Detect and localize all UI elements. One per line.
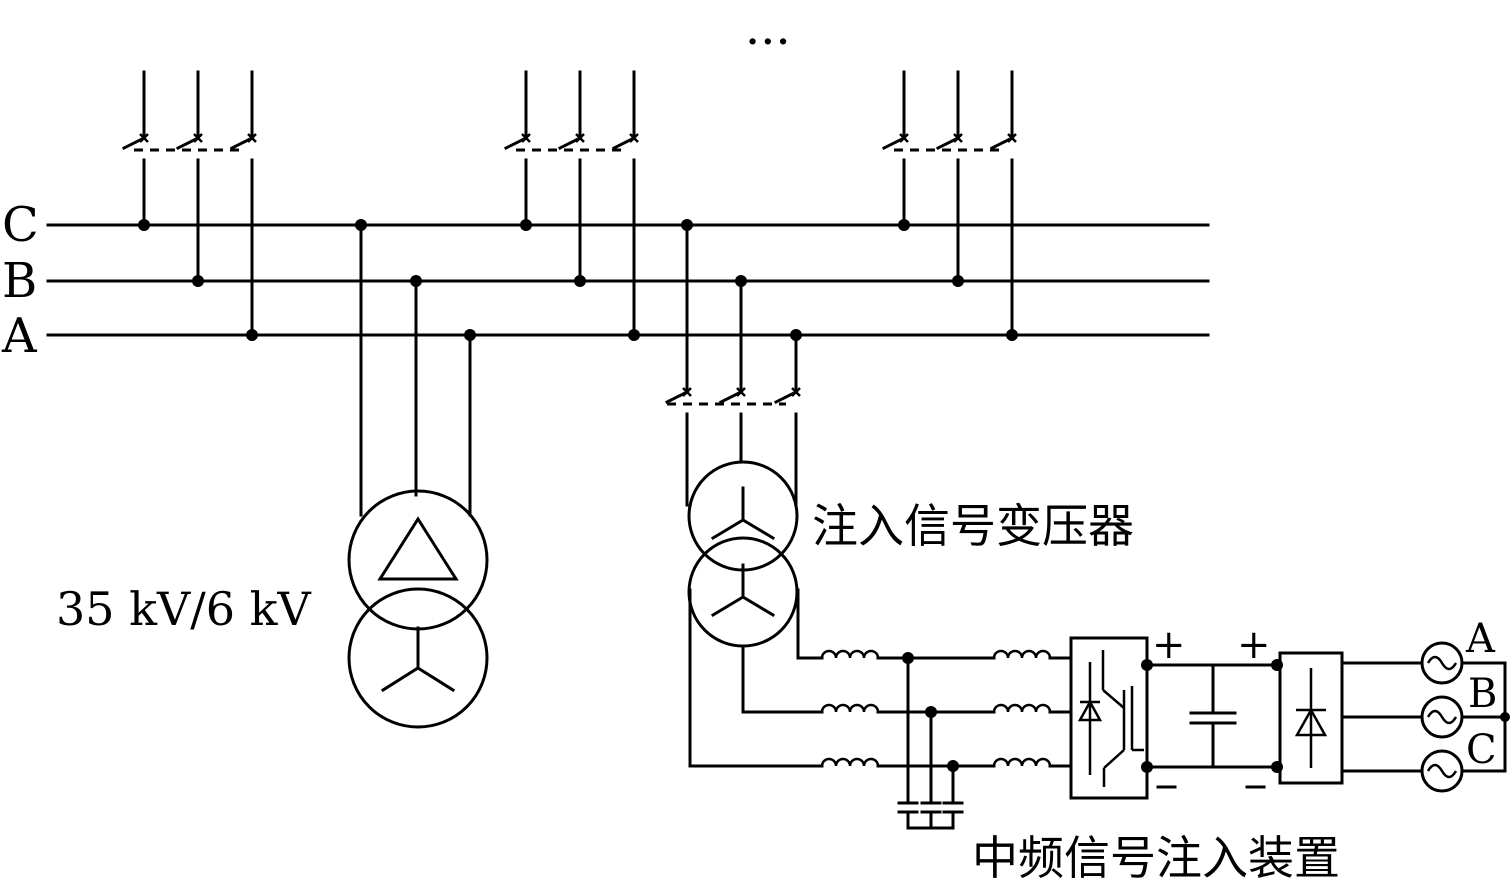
junction-dot xyxy=(246,329,258,341)
switch-blade xyxy=(664,389,690,405)
junction-dot xyxy=(952,275,964,287)
switch-blade xyxy=(229,135,255,151)
junction-dot xyxy=(1006,329,1018,341)
junction-dot xyxy=(681,219,693,231)
diode-icon xyxy=(1294,668,1328,768)
switch-blade xyxy=(611,135,637,151)
wye-icon xyxy=(710,486,776,541)
feeder-switch-group xyxy=(121,70,258,341)
inductor-icon xyxy=(820,757,880,767)
switch-blade xyxy=(881,135,907,151)
main-transformer: 35 kV/6 kV xyxy=(56,219,489,729)
junction-dot xyxy=(898,219,910,231)
inductor-icon xyxy=(992,757,1052,767)
converter-stage: + + A B C xyxy=(1069,616,1510,800)
junction-dot xyxy=(628,329,640,341)
diode-icon xyxy=(1077,699,1103,722)
delta-icon xyxy=(377,516,459,581)
wye-icon xyxy=(710,563,776,618)
dc-plus-right: + xyxy=(1237,622,1271,668)
inductor-icon xyxy=(992,703,1052,713)
bus-c-label: C xyxy=(2,197,39,253)
switch-blade xyxy=(935,135,961,151)
junction-dot xyxy=(464,329,476,341)
switch-blade xyxy=(718,389,744,405)
inverter-box xyxy=(1069,636,1149,800)
injection-branch xyxy=(664,219,802,507)
main-tx-secondary-winding xyxy=(347,587,489,729)
wye-icon xyxy=(380,626,456,693)
igbt-icon xyxy=(1088,650,1144,787)
switch-blade xyxy=(557,135,583,151)
junction-dot xyxy=(735,275,747,287)
inductor-icon xyxy=(820,703,880,713)
dc-link-capacitor xyxy=(1189,663,1237,769)
junction-dot xyxy=(355,219,367,231)
junction-dot xyxy=(1141,761,1153,773)
inductor-icon xyxy=(820,649,880,659)
lcl-filter xyxy=(688,588,1073,830)
switch-blade xyxy=(989,135,1015,151)
feeder-switch-group xyxy=(503,70,640,341)
switch-blade xyxy=(121,135,147,151)
junction-dot xyxy=(410,275,422,287)
injection-signal-transformer: 注入信号变压器 xyxy=(687,460,1134,648)
source-phase-c-label: C xyxy=(1466,727,1497,773)
injection-device-label: 中频信号注入装置 xyxy=(972,831,1340,885)
bus-bars: C B A xyxy=(1,197,1210,364)
bus-a-label: A xyxy=(1,308,38,364)
junction-dot xyxy=(790,329,802,341)
ac-source-b xyxy=(1420,695,1464,739)
switch-blade xyxy=(773,389,799,405)
feeder-switch-group xyxy=(881,70,1018,341)
junction-dot xyxy=(574,275,586,287)
injection-transformer-label: 注入信号变压器 xyxy=(812,499,1134,553)
ac-source-c xyxy=(1420,749,1464,793)
more-feeders-ellipsis: ··· xyxy=(745,14,791,70)
switch-blade xyxy=(503,135,529,151)
dc-plus-left: + xyxy=(1152,622,1186,668)
junction-dot xyxy=(138,219,150,231)
source-phase-a-label: A xyxy=(1465,616,1496,662)
source-phase-b-label: B xyxy=(1468,671,1497,717)
main-transformer-label: 35 kV/6 kV xyxy=(56,582,312,636)
bus-b-label: B xyxy=(2,253,37,309)
switch-blade xyxy=(175,135,201,151)
junction-dot xyxy=(1141,659,1153,671)
ac-source-a xyxy=(1420,641,1464,685)
junction-dot xyxy=(192,275,204,287)
feeder-groups xyxy=(121,70,1018,341)
junction-dot xyxy=(1500,712,1510,722)
junction-dot xyxy=(520,219,532,231)
inductor-icon xyxy=(992,649,1052,659)
